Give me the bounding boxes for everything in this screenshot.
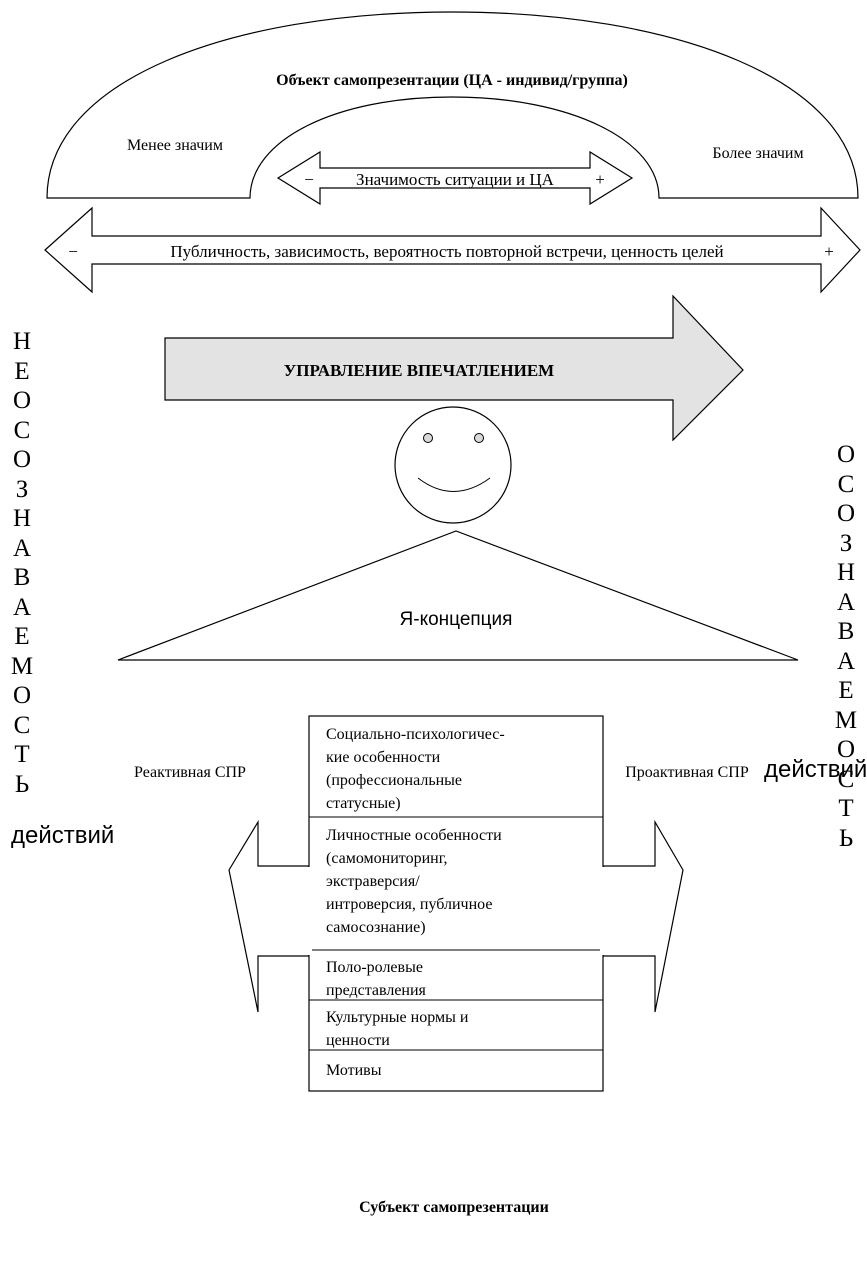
- proactive-spr-label: Проактивная СПР: [625, 764, 749, 781]
- vertical-letter: А: [12, 593, 32, 621]
- vertical-letter: Е: [14, 623, 30, 650]
- svg-text:самосознание): самосознание): [326, 919, 426, 936]
- svg-text:Поло-ролевые: Поло-ролевые: [326, 959, 423, 976]
- vertical-letter: А: [12, 534, 32, 562]
- vertical-letter: О: [836, 441, 856, 468]
- vertical-letter: Н: [12, 505, 32, 532]
- social-psych-section: Социально-психологичес- кие особенности …: [326, 726, 505, 812]
- vertical-letter: Е: [14, 357, 30, 385]
- vertical-letter: Н: [836, 559, 856, 586]
- impression-management-label: УПРАВЛЕНИЕ ВПЕЧАТЛЕНИЕМ: [284, 361, 554, 380]
- vertical-letter: С: [13, 711, 31, 739]
- significance-minus: −: [304, 170, 314, 189]
- less-significant-label: Менее значим: [127, 137, 223, 154]
- svg-text:Культурные нормы и: Культурные нормы и: [326, 1009, 469, 1026]
- right-actions-label: действий: [764, 756, 867, 783]
- publicity-label: Публичность, зависимость, вероятность по…: [170, 242, 723, 261]
- motives-section: Мотивы: [326, 1062, 382, 1079]
- self-components-box: [308, 715, 604, 1092]
- reactive-proactive-arrow: [228, 819, 310, 1013]
- more-significant-label: Более значим: [712, 145, 803, 162]
- object-title: Объект самопрезентации (ЦА - индивид/гру…: [276, 72, 628, 89]
- significance-label: Значимость ситуации и ЦА: [356, 170, 555, 189]
- vertical-letter: В: [837, 618, 855, 645]
- cultural-norms-section: Культурные нормы и ценности: [326, 1009, 469, 1049]
- vertical-letter: Т: [14, 741, 30, 768]
- svg-text:(профессиональные: (профессиональные: [326, 772, 462, 789]
- vertical-letter: С: [837, 470, 855, 498]
- vertical-letter: М: [10, 652, 34, 680]
- vertical-letter: А: [836, 647, 856, 675]
- left-actions-label: действий: [11, 822, 115, 849]
- vertical-letter: А: [836, 588, 856, 616]
- vertical-letter: Т: [838, 795, 854, 822]
- gender-roles-section: Поло-ролевые представления: [326, 959, 427, 999]
- vertical-letter: В: [13, 564, 31, 591]
- svg-text:Мотивы: Мотивы: [326, 1062, 382, 1079]
- svg-text:экстраверсия/: экстраверсия/: [326, 873, 420, 890]
- reactive-proactive-arrow-right: [602, 819, 684, 1013]
- vertical-letter: Ь: [14, 770, 30, 798]
- vertical-letter: О: [836, 736, 856, 763]
- smiley-face-icon: [394, 406, 512, 524]
- vertical-letter: С: [837, 765, 855, 793]
- personal-features-section: Личностные особенности (самомониторинг, …: [326, 827, 502, 936]
- significance-arrow: [276, 150, 634, 206]
- svg-text:интроверсия, публичное: интроверсия, публичное: [326, 896, 492, 913]
- object-outer-arch: [46, 11, 859, 199]
- vertical-letter: О: [836, 500, 856, 527]
- reactive-spr-label: Реактивная СПР: [134, 764, 246, 781]
- vertical-letter: О: [12, 682, 32, 709]
- vertical-letter: Е: [838, 677, 854, 704]
- publicity-minus: −: [68, 242, 78, 261]
- significance-plus: +: [595, 170, 605, 189]
- vertical-letter: О: [12, 446, 32, 473]
- svg-text:представления: представления: [326, 982, 427, 999]
- publicity-plus: +: [824, 242, 834, 261]
- impression-management-arrow: [164, 294, 744, 442]
- subject-label: Субъект самопрезентации: [359, 1199, 549, 1216]
- vertical-letter: Н: [12, 328, 32, 355]
- vertical-letter: З: [839, 529, 853, 557]
- svg-text:(самомониторинг,: (самомониторинг,: [326, 850, 447, 867]
- vertical-letter: М: [834, 706, 858, 734]
- vertical-letter: С: [13, 416, 31, 444]
- svg-text:статусные): статусные): [326, 795, 401, 812]
- self-concept-label: Я-концепция: [400, 609, 513, 630]
- publicity-arrow: [44, 206, 861, 294]
- svg-text:ценности: ценности: [326, 1032, 390, 1049]
- svg-text:кие особенности: кие особенности: [326, 749, 441, 766]
- self-concept-triangle: [117, 530, 799, 661]
- vertical-letter: О: [12, 387, 32, 414]
- vertical-letter: Ь: [838, 824, 854, 852]
- svg-text:Социально-психологичес-: Социально-психологичес-: [326, 726, 505, 743]
- vertical-letter: З: [15, 475, 29, 503]
- svg-text:Личностные особенности: Личностные особенности: [326, 827, 502, 844]
